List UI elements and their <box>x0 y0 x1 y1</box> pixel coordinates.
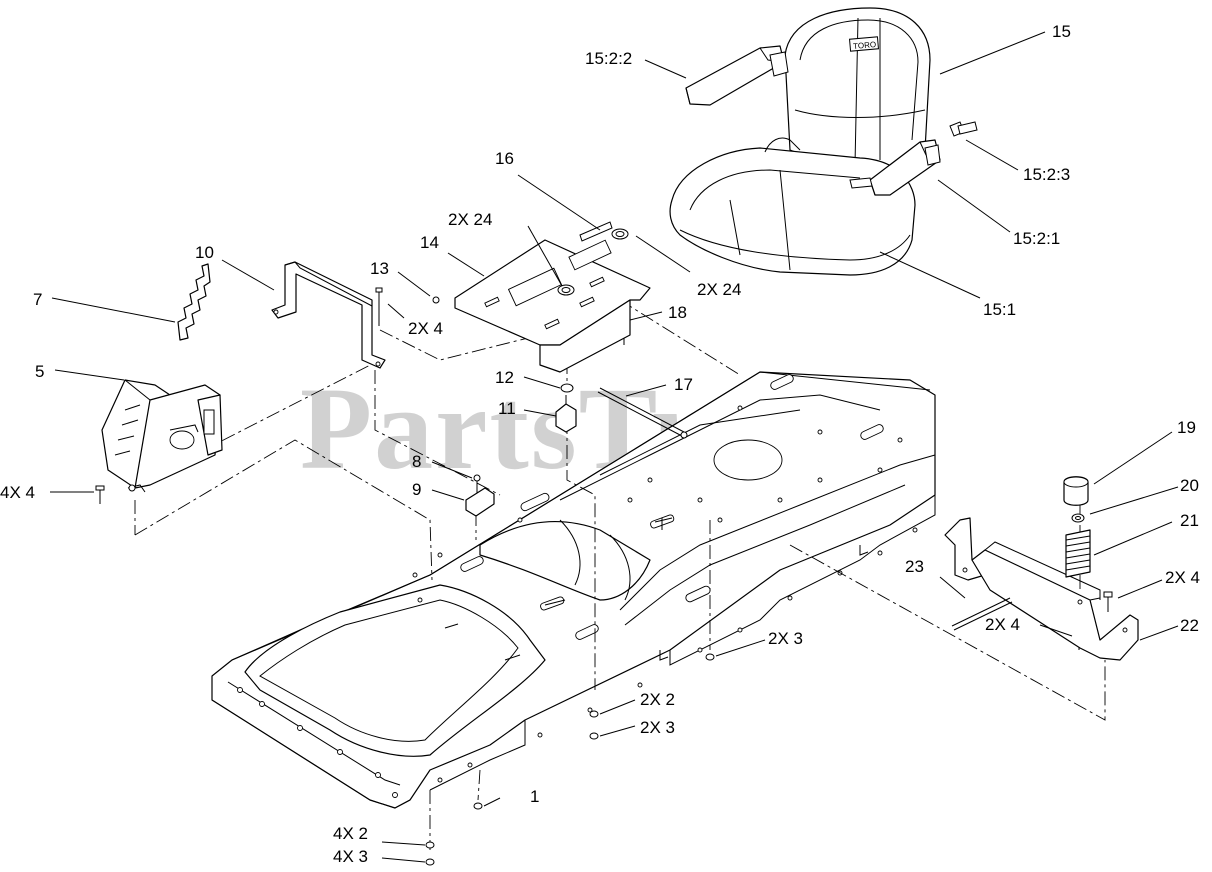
callout-2x2: 2X 2 <box>640 690 675 709</box>
callout-15-2-2: 15:2:2 <box>585 49 632 68</box>
callout-16: 16 <box>495 149 514 168</box>
callout-4x3: 4X 3 <box>333 847 368 866</box>
callout-1: 1 <box>530 787 539 806</box>
callout-12: 12 <box>495 368 514 387</box>
callout-10: 10 <box>195 243 214 262</box>
callout-7: 7 <box>33 290 42 309</box>
callout-15-1: 15:1 <box>983 300 1016 319</box>
callout-14: 14 <box>420 233 439 252</box>
callout-2x24-b: 2X 24 <box>697 280 741 299</box>
part-14-plate <box>454 221 651 373</box>
callout-2x4-c: 2X 4 <box>985 615 1020 634</box>
part-7-strip <box>177 263 211 341</box>
callout-5: 5 <box>35 362 44 381</box>
part-23-rod <box>951 597 1011 627</box>
callout-15-2-3: 15:2:3 <box>1023 165 1070 184</box>
callout-21: 21 <box>1180 511 1199 530</box>
callout-13: 13 <box>370 259 389 278</box>
part-15-seat: TORO <box>669 7 978 276</box>
part-15-2-2-armrest <box>685 45 785 106</box>
callout-2x4-b: 2X 4 <box>1165 568 1200 587</box>
part-10-bracket <box>271 261 386 369</box>
part-17-rod <box>597 391 683 437</box>
callout-8: 8 <box>412 452 421 471</box>
svg-text:TORO: TORO <box>853 40 877 51</box>
callout-17: 17 <box>674 375 693 394</box>
part-22-bracket <box>944 517 1139 661</box>
fasteners <box>95 287 1113 866</box>
frame-edge-holes <box>237 405 918 798</box>
callout-2x3-a: 2X 3 <box>640 718 675 737</box>
callout-23: 23 <box>905 557 924 576</box>
callout-15-2-1: 15:2:1 <box>1013 229 1060 248</box>
frame-opening <box>244 584 546 757</box>
callout-9: 9 <box>412 480 421 499</box>
callout-11: 11 <box>498 399 516 418</box>
callout-4x2: 4X 2 <box>333 824 368 843</box>
frame-assembly <box>211 371 936 809</box>
frame-round-hole <box>713 439 783 481</box>
callout-labels: 7 5 4X 4 10 13 2X 4 14 2X 24 16 2X 24 18… <box>0 22 1200 866</box>
callout-22: 22 <box>1180 616 1199 635</box>
callout-18: 18 <box>668 303 687 322</box>
callout-4x4: 4X 4 <box>0 483 35 502</box>
callout-2x24-a: 2X 24 <box>448 210 492 229</box>
leader-lines <box>50 31 1179 863</box>
part-19-21-spring-stack <box>1063 476 1091 578</box>
part-5-bracket <box>101 379 223 493</box>
callout-19: 19 <box>1177 418 1196 437</box>
callout-20: 20 <box>1180 476 1199 495</box>
callout-15: 15 <box>1052 22 1071 41</box>
callout-2x3-b: 2X 3 <box>768 629 803 648</box>
callout-2x4-a: 2X 4 <box>408 319 443 338</box>
